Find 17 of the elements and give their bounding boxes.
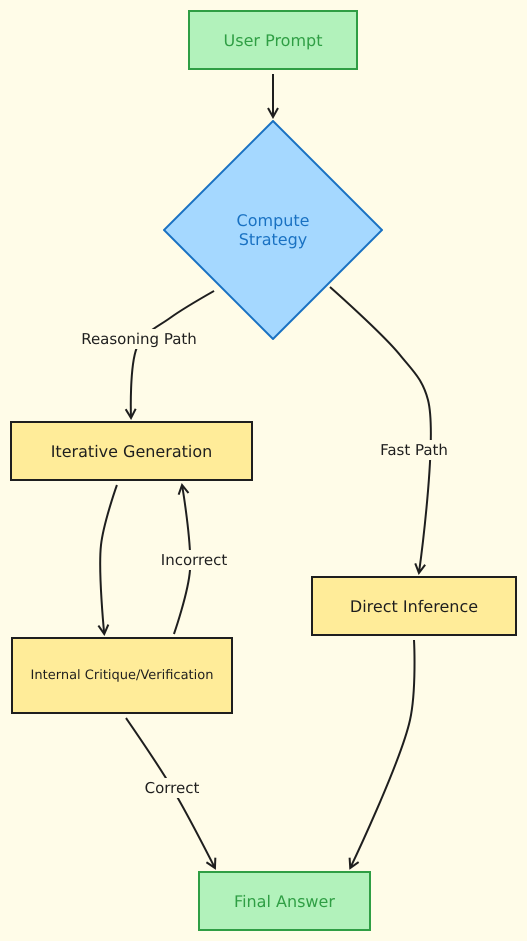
arrow	[329, 286, 432, 574]
arrow	[267, 74, 279, 118]
node-label: Compute Strategy	[236, 211, 310, 249]
arrow	[125, 717, 216, 869]
node-label: Internal Critique/Verification	[30, 668, 214, 683]
arrow	[348, 640, 416, 869]
terminal-box	[188, 10, 358, 70]
arrow	[173, 484, 192, 634]
node-label: User Prompt	[224, 30, 322, 50]
node-label: Final Answer	[234, 892, 335, 910]
process-box	[311, 576, 517, 636]
terminal-box	[198, 871, 371, 931]
arrow	[97, 484, 118, 635]
process-box	[10, 421, 253, 481]
node-label: Iterative Generation	[50, 442, 212, 460]
process-box	[11, 637, 233, 714]
node-label: Direct Inference	[350, 596, 478, 616]
